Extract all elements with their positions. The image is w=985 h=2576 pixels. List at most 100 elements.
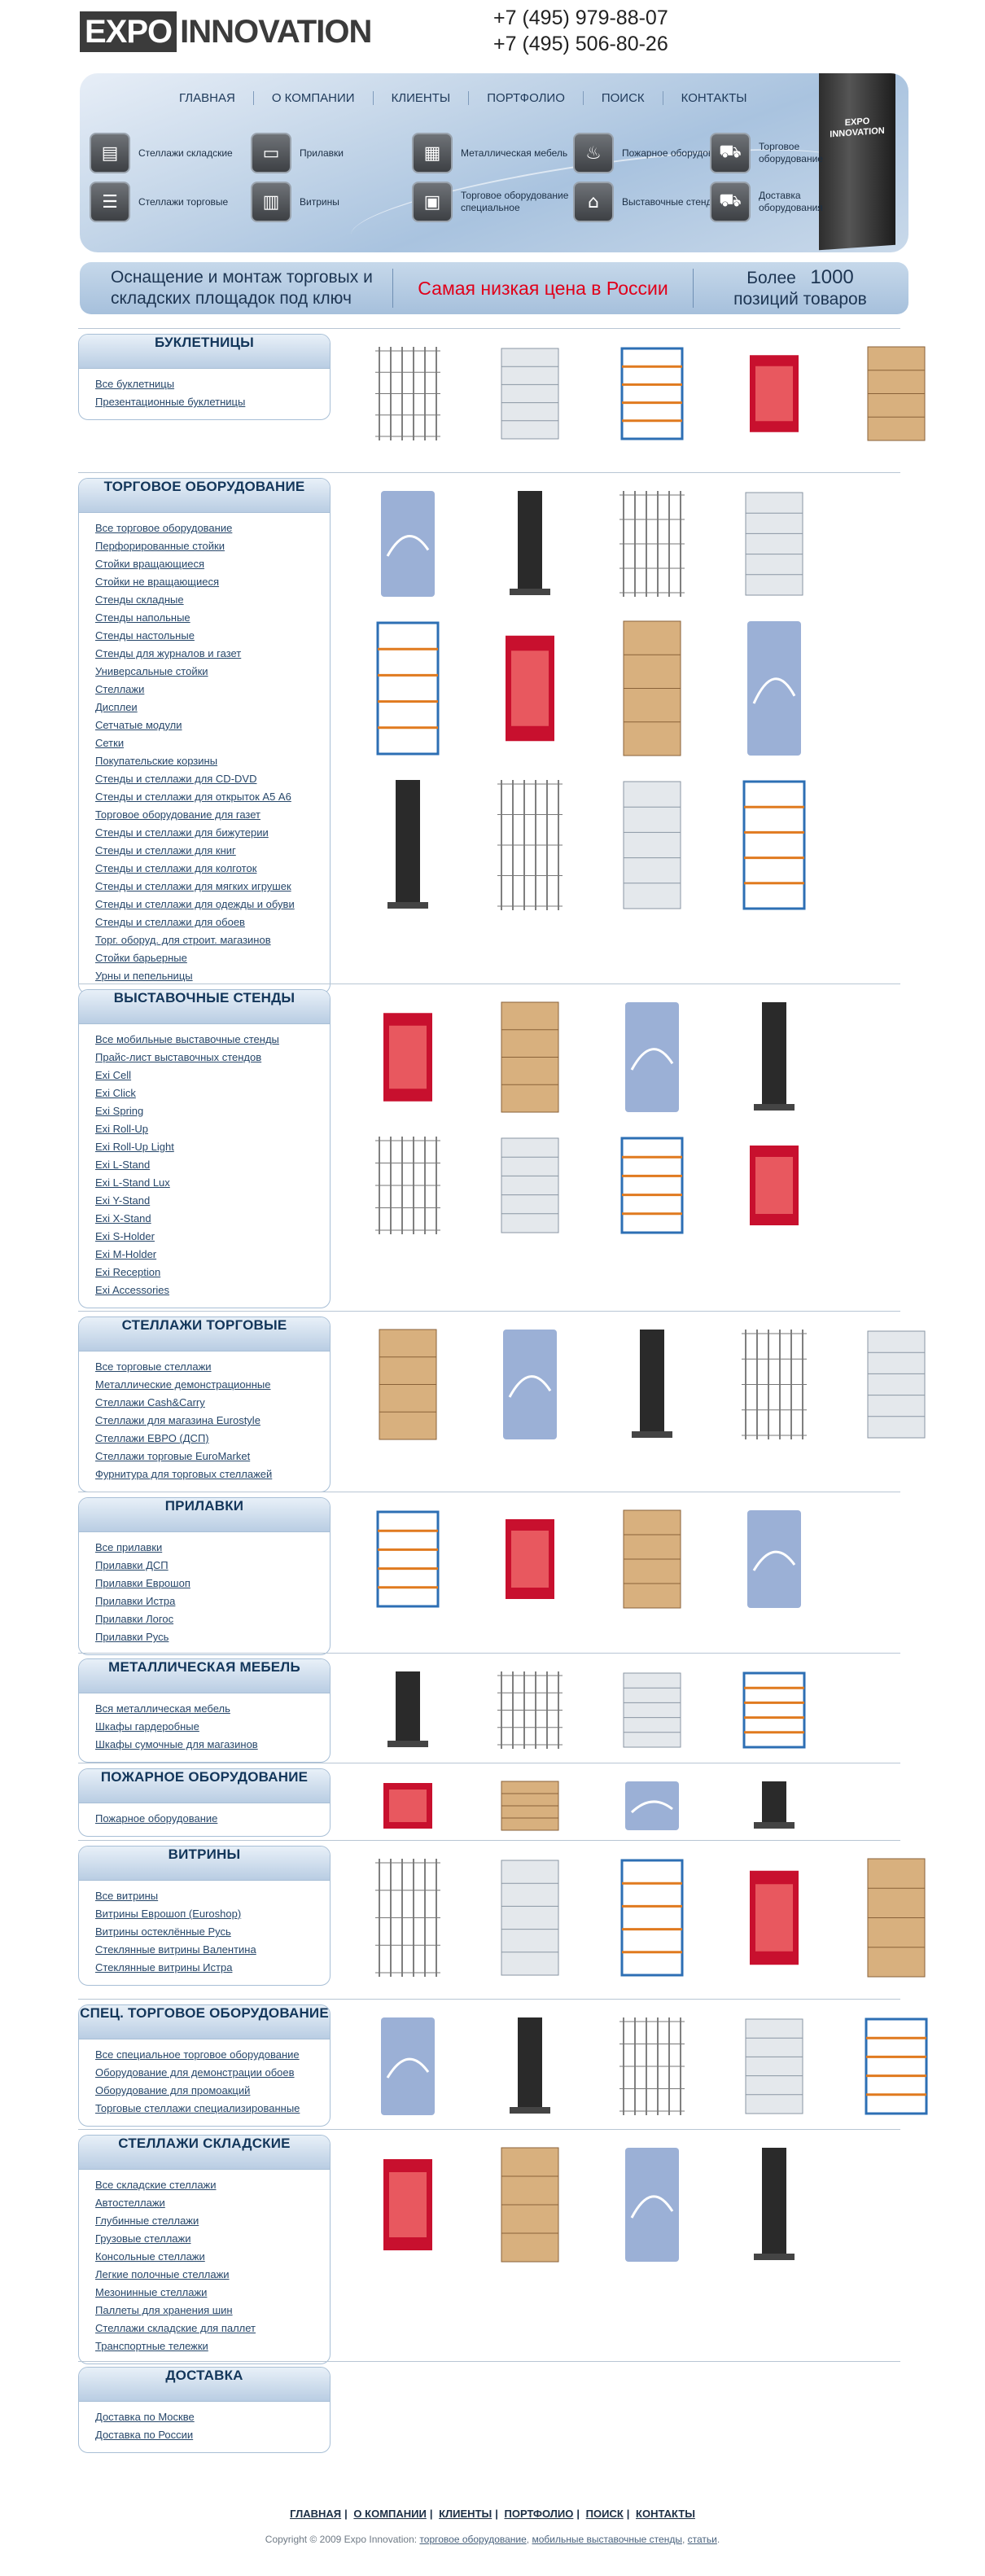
category-link[interactable]: Exi L-Stand [95, 1159, 151, 1171]
category-fire-equipment[interactable]: ♨ Пожарное оборудование [573, 132, 744, 174]
product-thumbnail[interactable] [713, 772, 835, 918]
product-thumbnail[interactable] [469, 1321, 591, 1448]
product-thumbnail[interactable] [347, 994, 469, 1120]
product-thumbnail[interactable] [713, 339, 835, 449]
category-link[interactable]: Все торговое оборудование [95, 522, 233, 534]
category-link[interactable]: Стойки барьерные [95, 952, 187, 964]
category-link[interactable]: Стенды и стеллажи для открыток А5 А6 [95, 791, 291, 803]
product-thumbnail[interactable] [713, 1851, 835, 1985]
category-link[interactable]: Стеклянные витрины Истра [95, 1961, 233, 1974]
category-link[interactable]: Глубинные стеллажи [95, 2215, 199, 2227]
category-link[interactable]: Exi Roll-Up [95, 1123, 149, 1135]
category-link[interactable]: Перфорированные стойки [95, 540, 225, 552]
product-thumbnail[interactable] [591, 772, 713, 918]
product-thumbnail[interactable] [713, 1321, 835, 1448]
category-link[interactable]: Exi S-Holder [95, 1230, 155, 1242]
category-link[interactable]: Пожарное оборудование [95, 1812, 218, 1825]
category-link[interactable]: Прайс-лист выставочных стендов [95, 1051, 262, 1063]
category-link[interactable]: Exi X-Stand [95, 1212, 151, 1224]
category-link[interactable]: Стенды складные [95, 594, 184, 606]
menu-item-search[interactable]: ПОИСК [584, 90, 663, 105]
category-link[interactable]: Паллеты для хранения шин [95, 2304, 233, 2316]
product-thumbnail[interactable] [469, 1851, 591, 1985]
category-link[interactable]: Все складские стеллажи [95, 2179, 217, 2191]
product-thumbnail[interactable] [347, 1128, 469, 1242]
product-thumbnail[interactable] [591, 1502, 713, 1616]
product-thumbnail[interactable] [347, 613, 469, 764]
category-box-title[interactable]: ДОСТАВКА [79, 2368, 330, 2402]
category-box-title[interactable]: ПОЖАРНОЕ ОБОРУДОВАНИЕ [79, 1769, 330, 1803]
product-thumbnail[interactable] [591, 2140, 713, 2270]
category-link[interactable]: Стойки не вращающиеся [95, 576, 220, 588]
category-link[interactable]: Прилавки Истра [95, 1595, 176, 1607]
product-thumbnail[interactable] [713, 994, 835, 1120]
category-link[interactable]: Покупательские корзины [95, 755, 218, 767]
product-thumbnail[interactable] [469, 1502, 591, 1616]
product-thumbnail[interactable] [713, 1128, 835, 1242]
product-thumbnail[interactable] [713, 2009, 835, 2123]
copyright-link-articles[interactable]: статьи [687, 2534, 717, 2545]
product-thumbnail[interactable] [469, 772, 591, 918]
product-thumbnail[interactable] [469, 994, 591, 1120]
category-box-title[interactable]: ВЫСТАВОЧНЫЕ СТЕНДЫ [79, 990, 330, 1024]
category-link[interactable]: Стеллажи торговые EuroMarket [95, 1450, 251, 1462]
product-thumbnail[interactable] [835, 1851, 957, 1985]
product-thumbnail[interactable] [713, 2140, 835, 2270]
product-thumbnail[interactable] [835, 339, 957, 449]
category-link[interactable]: Exi Cell [95, 1069, 132, 1081]
category-box-title[interactable]: СПЕЦ. ТОРГОВОЕ ОБОРУДОВАНИЕ [79, 2005, 330, 2039]
category-link[interactable]: Консольные стеллажи [95, 2250, 205, 2263]
product-thumbnail[interactable] [347, 2140, 469, 2270]
category-metal-furniture[interactable]: ▦ Металлическая мебель [412, 132, 583, 174]
category-link[interactable]: Витрины Еврошоп (Euroshop) [95, 1908, 242, 1920]
product-thumbnail[interactable] [469, 1663, 591, 1757]
category-link[interactable]: Стенды и стеллажи для мягких игрушек [95, 880, 291, 892]
product-thumbnail[interactable] [469, 339, 591, 449]
category-link[interactable]: Exi Accessories [95, 1284, 170, 1296]
category-box-title[interactable]: БУКЛЕТНИЦЫ [79, 335, 330, 369]
category-link[interactable]: Стенды напольные [95, 611, 190, 624]
category-link[interactable]: Exi M-Holder [95, 1248, 157, 1260]
category-link[interactable]: Все торговые стеллажи [95, 1360, 212, 1373]
menu-item-contacts[interactable]: КОНТАКТЫ [681, 90, 747, 105]
product-thumbnail[interactable] [347, 339, 469, 449]
product-thumbnail[interactable] [713, 613, 835, 764]
product-thumbnail[interactable] [347, 483, 469, 605]
product-thumbnail[interactable] [347, 1502, 469, 1616]
category-link[interactable]: Exi Y-Stand [95, 1194, 151, 1207]
category-warehouse-racks[interactable]: ▤ Стеллажи складские [90, 132, 260, 174]
menu-item-clients[interactable]: КЛИЕНТЫ [374, 90, 470, 105]
category-link[interactable]: Стенды для журналов и газет [95, 647, 242, 659]
product-thumbnail[interactable] [591, 613, 713, 764]
category-link[interactable]: Все витрины [95, 1890, 159, 1902]
category-link[interactable]: Шкафы гардеробные [95, 1720, 199, 1733]
category-link[interactable]: Презентационные буклетницы [95, 396, 246, 408]
category-link[interactable]: Дисплеи [95, 701, 138, 713]
category-exhibition-stands[interactable]: ⌂ Выставочные стенды [573, 181, 744, 223]
product-thumbnail[interactable] [591, 994, 713, 1120]
footer-link-contacts[interactable]: КОНТАКТЫ [636, 2508, 695, 2520]
category-link[interactable]: Стеклянные витрины Валентина [95, 1943, 256, 1956]
category-link[interactable]: Торговое оборудование для газет [95, 808, 260, 821]
category-link[interactable]: Урны и пепельницы [95, 970, 193, 982]
category-link[interactable]: Все мобильные выставочные стенды [95, 1033, 279, 1045]
category-link[interactable]: Доставка по Москве [95, 2411, 195, 2423]
category-link[interactable]: Сетчатые модули [95, 719, 182, 731]
category-link[interactable]: Exi Reception [95, 1266, 161, 1278]
category-link[interactable]: Металлические демонстрационные [95, 1378, 271, 1391]
category-link[interactable]: Стенды и стеллажи для CD-DVD [95, 773, 257, 785]
category-link[interactable]: Универсальные стойки [95, 665, 208, 677]
category-link[interactable]: Стенды и стеллажи для обоев [95, 916, 245, 928]
category-link[interactable]: Exi L-Stand Lux [95, 1176, 170, 1189]
category-link[interactable]: Стеллажи Cash&Carry [95, 1396, 205, 1408]
footer-link-home[interactable]: ГЛАВНАЯ [290, 2508, 342, 2520]
category-link[interactable]: Exi Spring [95, 1105, 144, 1117]
product-thumbnail[interactable] [469, 483, 591, 605]
category-box-title[interactable]: МЕТАЛЛИЧЕСКАЯ МЕБЕЛЬ [79, 1659, 330, 1693]
product-thumbnail[interactable] [591, 1663, 713, 1757]
product-thumbnail[interactable] [591, 339, 713, 449]
category-link[interactable]: Прилавки Логос [95, 1613, 174, 1625]
category-link[interactable]: Оборудование для промоакций [95, 2084, 251, 2096]
product-thumbnail[interactable] [469, 1128, 591, 1242]
copyright-link-trade-equipment[interactable]: торговое оборудование [419, 2534, 527, 2545]
